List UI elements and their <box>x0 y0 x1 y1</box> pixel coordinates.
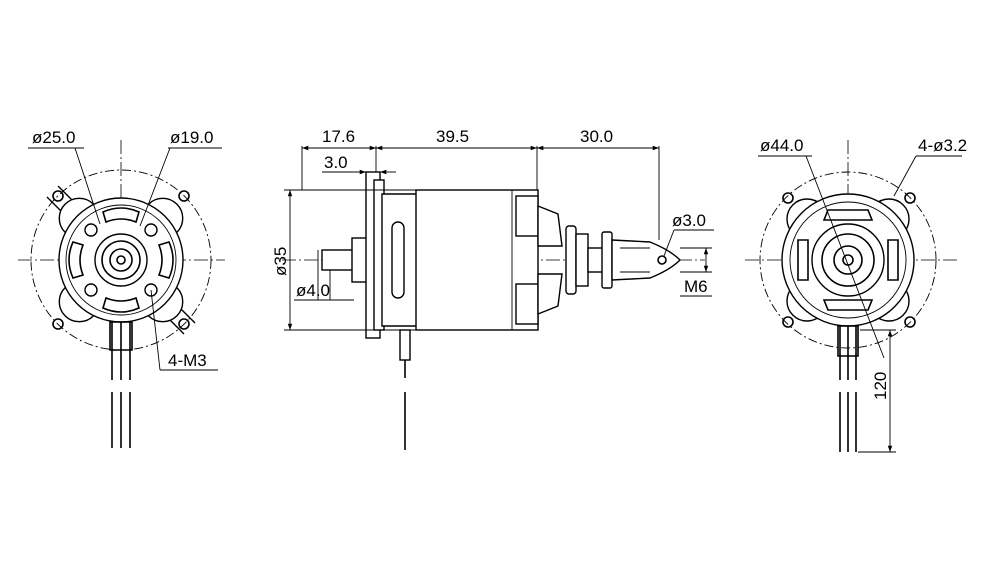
rear-mount-holes: 4-ø3.2 <box>918 136 967 155</box>
front-view: ø25.0 ø19.0 4-M3 <box>18 128 225 448</box>
rear-dia-mount: ø44.0 <box>760 136 803 155</box>
side-dia-hole: ø3.0 <box>672 211 706 230</box>
rear-view: ø44.0 4-ø3.2 120 <box>745 136 967 453</box>
side-thread: M6 <box>684 277 708 296</box>
side-len-front: 17.6 <box>322 127 355 146</box>
side-dia-shaft: ø4.0 <box>296 281 330 300</box>
side-len-adapter: 30.0 <box>580 127 613 146</box>
rear-lead-len: 120 <box>871 372 890 400</box>
side-len-body: 39.5 <box>436 127 469 146</box>
front-dia-outer: ø25.0 <box>32 128 75 147</box>
side-dia-body: ø35 <box>271 247 290 276</box>
front-dia-inner: ø19.0 <box>170 128 213 147</box>
side-flange-thk: 3.0 <box>324 153 348 172</box>
side-view: 17.6 39.5 30.0 3.0 ø35 ø4.0 ø3.0 M6 <box>271 127 714 450</box>
front-mount-holes: 4-M3 <box>168 351 207 370</box>
